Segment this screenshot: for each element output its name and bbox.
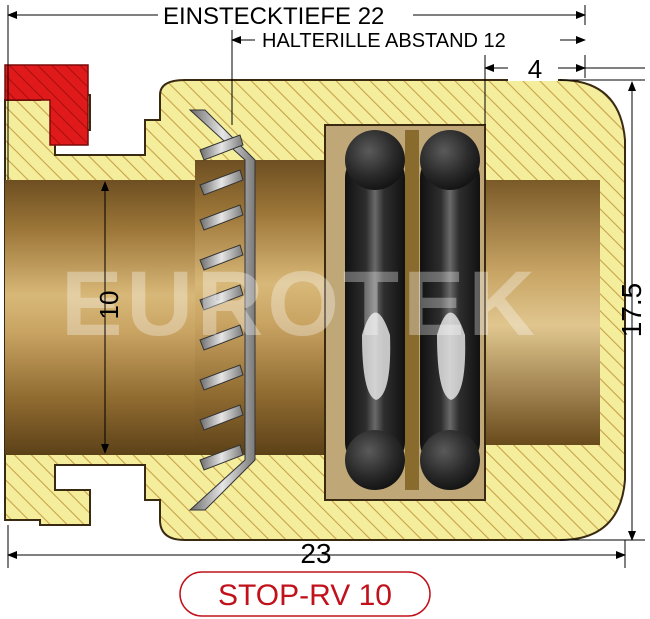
dim-groove-width: 4 (528, 54, 542, 84)
red-release-marker (4, 64, 89, 146)
inner-bore (195, 160, 325, 455)
retaining-clip (188, 109, 256, 511)
oring-1-body (345, 150, 405, 470)
oring-1-top (345, 130, 405, 190)
oring-2-body (420, 150, 480, 470)
oring-2-top (420, 130, 480, 190)
main-bore (5, 180, 195, 455)
dim-insertion-depth: EINSTECKTIEFE 22 (163, 3, 384, 30)
dim-bore-diameter: 10 (94, 291, 124, 320)
oring-1-bottom (345, 430, 405, 490)
clip-teeth (199, 134, 244, 471)
product-label-pill (179, 571, 431, 617)
product-label: STOP-RV 10 (218, 579, 392, 612)
oring-2-bottom (420, 430, 480, 490)
dim-retaining-groove-distance: HALTERILLE ABSTAND 12 (262, 30, 506, 52)
dim-outer-height: 17.5 (616, 283, 647, 338)
dim-overall-length: 23 (300, 538, 331, 569)
rear-bore (475, 180, 600, 445)
watermark: EUROTEK (61, 253, 539, 355)
